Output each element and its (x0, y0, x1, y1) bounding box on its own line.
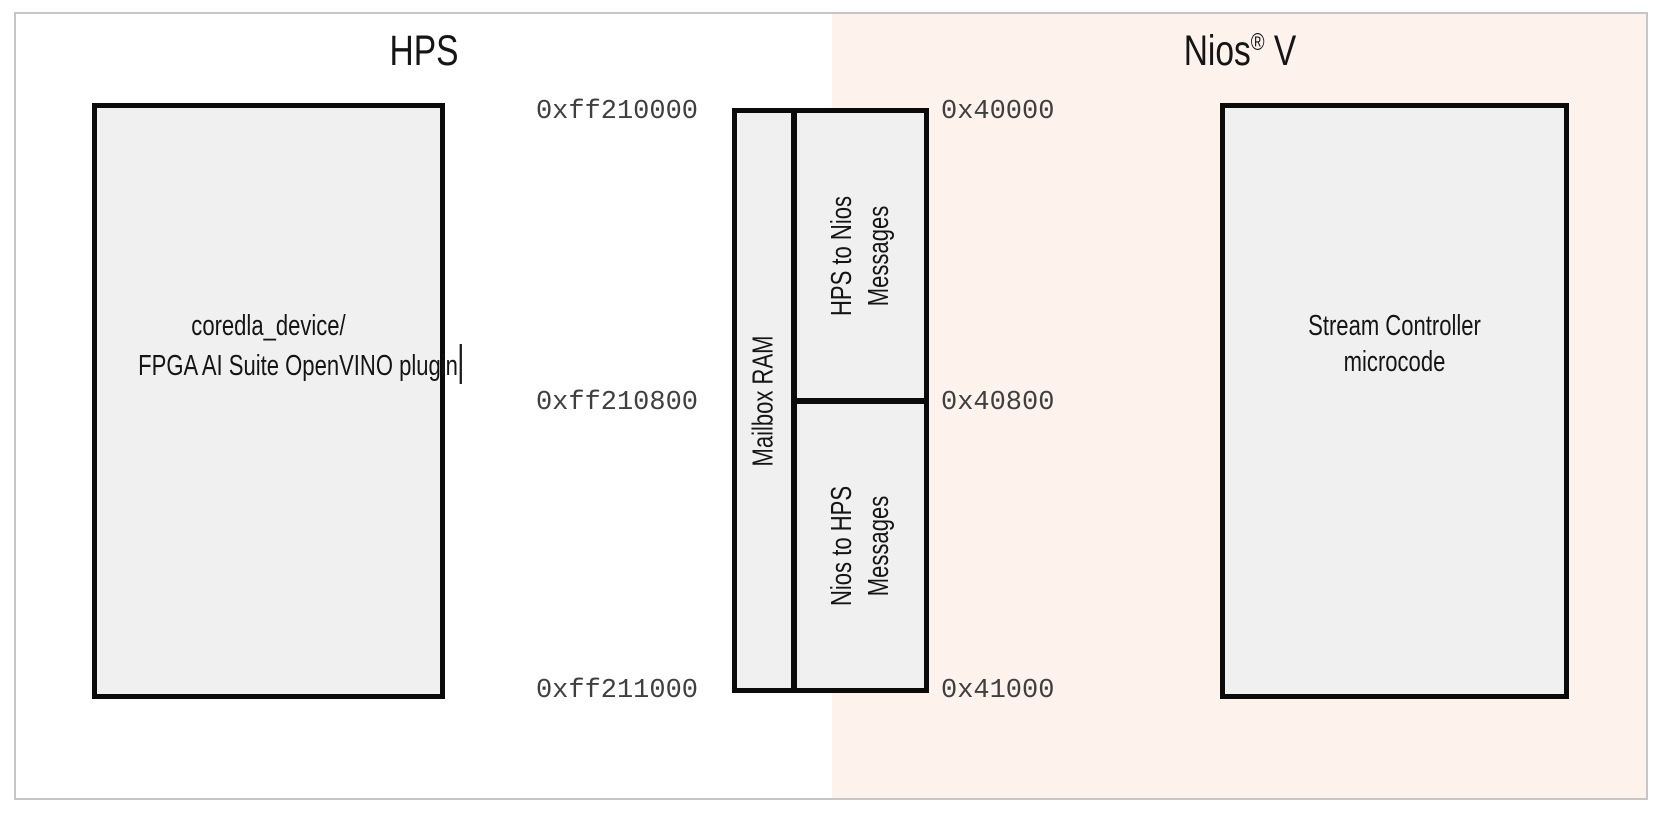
mailbox-vertical-divider (791, 113, 797, 688)
mailbox-ram-label: Mailbox RAM (747, 334, 780, 467)
nios-title-text: Nios (1183, 27, 1251, 75)
hps-to-nios-label: HPS to Nios Messages (824, 195, 898, 315)
hps-to-nios-label-line1: HPS to Nios (825, 195, 858, 316)
diagram-frame (14, 12, 1648, 800)
nios-address-middle: 0x40800 (941, 388, 1055, 418)
nios-address-start: 0x40000 (941, 97, 1055, 127)
stream-controller-box: Stream Controller microcode (1220, 103, 1569, 699)
mailbox-ram-strip: Mailbox RAM (737, 113, 791, 688)
hps-to-nios-label-line2: Messages (862, 205, 895, 306)
stream-controller-label-line1: Stream Controller (1308, 310, 1481, 342)
hps-to-nios-cell: HPS to Nios Messages (797, 113, 924, 398)
nios-domain-title: Nios® V (922, 27, 1558, 75)
registered-trademark-symbol: ® (1250, 29, 1265, 56)
nios-address-end: 0x41000 (941, 676, 1055, 706)
hps-domain-title-text: HPS (389, 27, 459, 75)
hps-software-label-line1: coredla_device/ (191, 310, 346, 342)
hps-software-label: coredla_device/ FPGA AI Suite OpenVINO p… (138, 308, 462, 384)
text-cursor (459, 344, 462, 384)
mailbox-ram-box: Mailbox RAM HPS to Nios Messages Nios to… (732, 108, 929, 693)
hps-domain-title: HPS (106, 27, 742, 75)
hps-software-box: coredla_device/ FPGA AI Suite OpenVINO p… (92, 103, 462, 699)
hps-address-start: 0xff210000 (535, 97, 698, 127)
mailbox-horizontal-divider (797, 398, 924, 404)
hps-software-label-line2-text: FPGA AI Suite OpenVINO plugin (138, 350, 458, 382)
hps-address-middle: 0xff210800 (535, 388, 698, 418)
nios-title-suffix: V (1264, 27, 1297, 75)
hps-software-label-line2: FPGA AI Suite OpenVINO plugin (138, 344, 462, 384)
nios-to-hps-label-line1: Nios to HPS (825, 485, 858, 607)
stream-controller-label: Stream Controller microcode (1266, 308, 1524, 380)
nios-to-hps-label: Nios to HPS Messages (824, 486, 898, 606)
nios-to-hps-label-line2: Messages (862, 495, 895, 597)
hps-address-end: 0xff211000 (535, 676, 698, 706)
nios-to-hps-cell: Nios to HPS Messages (797, 404, 924, 688)
stream-controller-label-line2: microcode (1343, 346, 1446, 378)
